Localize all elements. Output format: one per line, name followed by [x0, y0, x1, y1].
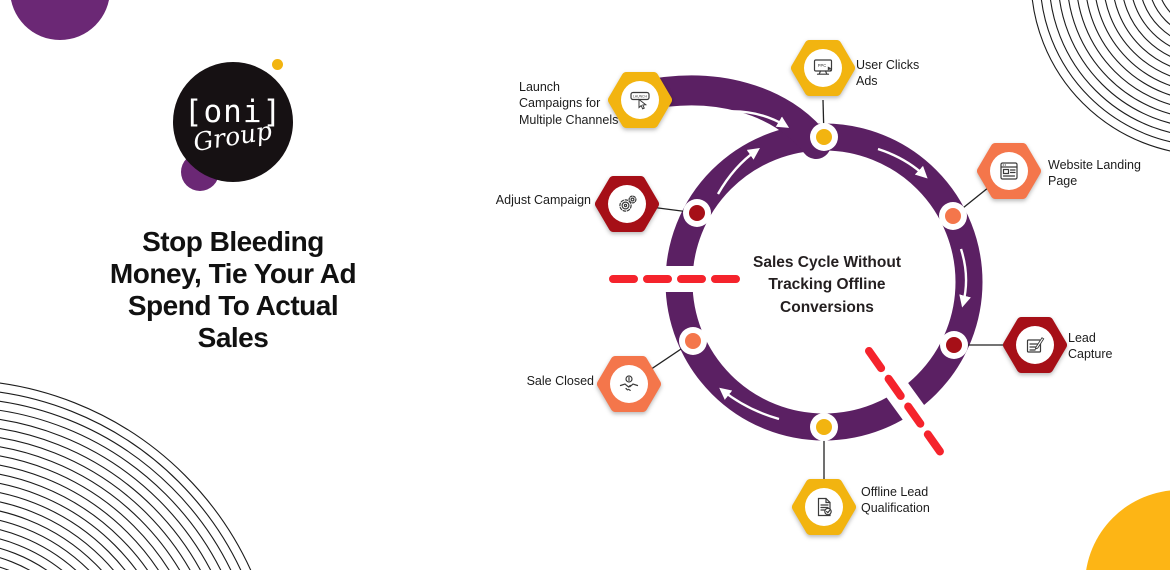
entry-swoosh: [627, 75, 831, 159]
node-website: [939, 202, 967, 230]
ppc-monitor-icon: PPC: [813, 59, 833, 75]
landing-page-icon: [1000, 162, 1018, 180]
svg-text:LAUNCH: LAUNCH: [633, 95, 647, 99]
hexagon-website: [977, 143, 1041, 199]
step-label-offline-lead: Offline Lead Qualification: [861, 485, 930, 516]
node-adjust: [683, 199, 711, 227]
bottom-right-yellow-blob: [1086, 490, 1170, 570]
hexagon-launch: LAUNCH: [608, 72, 672, 128]
hexagon-sale-closed: [597, 356, 661, 412]
arrow-icon: [877, 147, 928, 179]
break-dash-bottom-right: [865, 347, 945, 457]
step-label-lead-capture: Lead Capture: [1068, 331, 1113, 362]
logo-yellow-dot: [272, 59, 283, 70]
arrow-icon: [719, 387, 780, 421]
step-label-adjust: Adjust Campaign: [495, 193, 591, 207]
step-label-sale-closed: Sale Closed: [526, 374, 594, 388]
page-title: Stop Bleeding Money, Tie Your Ad Spend T…: [109, 226, 357, 353]
handshake-coin-icon: [619, 375, 639, 391]
flow-arrows: [697, 110, 971, 421]
launch-button-icon: LAUNCH: [630, 91, 650, 110]
step-label-launch: Launch Campaigns for Multiple Channels: [519, 80, 619, 127]
arrow-icon: [697, 110, 790, 128]
hexagon-adjust: [595, 176, 659, 232]
hexagon-lead-capture: [1003, 317, 1067, 373]
node-sale-closed: [679, 327, 707, 355]
node-offline-lead: [810, 413, 838, 441]
node-user-clicks: [810, 123, 838, 151]
node-lead-capture: [940, 331, 968, 359]
top-left-purple-blob: [11, 0, 109, 40]
step-label-website: Website Landing Page: [1048, 158, 1141, 189]
cycle-center-title: Sales Cycle Without Tracking Offline Con…: [752, 254, 901, 316]
form-pencil-icon: [1026, 337, 1045, 353]
gear-settings-icon: [619, 195, 637, 212]
svg-text:PPC: PPC: [818, 63, 827, 68]
step-label-user-clicks: User Clicks Ads: [856, 58, 920, 89]
hexagon-offline-lead: [792, 479, 856, 535]
ring-nodes: [679, 123, 968, 441]
hexagon-user-clicks: PPC: [791, 40, 855, 96]
brand-name: [oni]: [183, 93, 283, 130]
brand-logo: [oni] Group: [173, 62, 293, 182]
arrow-icon: [959, 248, 971, 308]
top-right-hatch-decor: [1031, 0, 1170, 152]
document-check-icon: [817, 497, 832, 517]
bottom-left-wave-decor: [0, 382, 252, 570]
arrow-icon: [716, 147, 760, 195]
